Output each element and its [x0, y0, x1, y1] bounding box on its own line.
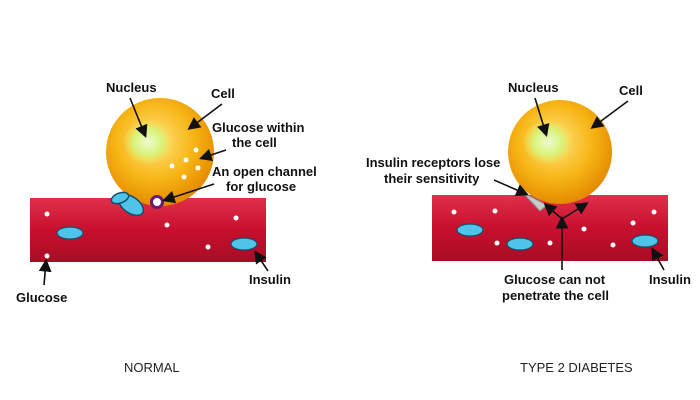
diabetes-nucleus-label: Nucleus	[508, 80, 559, 95]
diabetes-insulin-label: Insulin	[649, 272, 691, 287]
diabetes-cannot-label-1: Glucose can not	[504, 272, 606, 287]
normal-channel-label-2: for glucose	[226, 179, 296, 194]
normal-glucose-label: Glucose	[16, 290, 67, 305]
diabetes-receptors-label-2: their sensitivity	[384, 171, 480, 186]
diabetes-caption: TYPE 2 DIABETES	[520, 360, 633, 375]
normal-glucose-within-label-1: Glucose within	[212, 120, 305, 135]
diabetes-cannot-arrow-2	[561, 202, 589, 220]
normal-cell-label: Cell	[211, 86, 235, 101]
normal-nucleus-arrow	[129, 97, 148, 138]
diabetes-cannot-arrow-3	[543, 202, 563, 220]
normal-nucleus-label: Nucleus	[106, 80, 157, 95]
diabetes-cell-label: Cell	[619, 83, 643, 98]
diabetes-receptors-label-1: Insulin receptors lose	[366, 155, 500, 170]
normal-insulin-label: Insulin	[249, 272, 291, 287]
diabetes-receptor	[521, 191, 548, 212]
diabetes-nucleus-arrow	[534, 97, 550, 138]
diabetes-insulin-arrow	[651, 247, 665, 271]
diabetes-nucleus	[524, 120, 572, 164]
normal-caption: NORMAL	[124, 360, 180, 375]
diabetes-glucose-blood	[451, 208, 657, 248]
normal-glucose-blood	[44, 211, 239, 259]
diabetes-insulin-free-2	[506, 237, 534, 251]
normal-insulin-free-2	[230, 237, 258, 251]
normal-channel-arrow	[161, 183, 215, 204]
diabetes-cell-arrow	[590, 100, 629, 129]
normal-panel: Nucleus Cell Glucose within the cell An …	[16, 80, 317, 375]
normal-channel-label-1: An open channel	[212, 164, 317, 179]
normal-nucleus	[124, 120, 172, 164]
normal-glucose-within-arrow	[198, 148, 227, 162]
normal-insulin-arrow	[254, 250, 269, 272]
diabetes-receptors-arrow	[493, 179, 529, 197]
normal-glucose-inside	[169, 147, 201, 180]
normal-insulin-free-1	[56, 226, 84, 240]
normal-cell-arrow	[187, 103, 223, 130]
normal-open-channel	[150, 195, 164, 209]
diabetes-insulin-free-1	[456, 223, 484, 237]
diabetes-cannot-label-2: penetrate the cell	[502, 288, 609, 303]
diabetes-insulin-free-3	[631, 234, 659, 248]
normal-glucose-arrow	[38, 258, 52, 286]
diabetes-panel: Nucleus Cell Insulin receptors lose thei…	[366, 80, 691, 375]
normal-receptor	[110, 191, 130, 205]
normal-glucose-within-label-2: the cell	[232, 135, 277, 150]
